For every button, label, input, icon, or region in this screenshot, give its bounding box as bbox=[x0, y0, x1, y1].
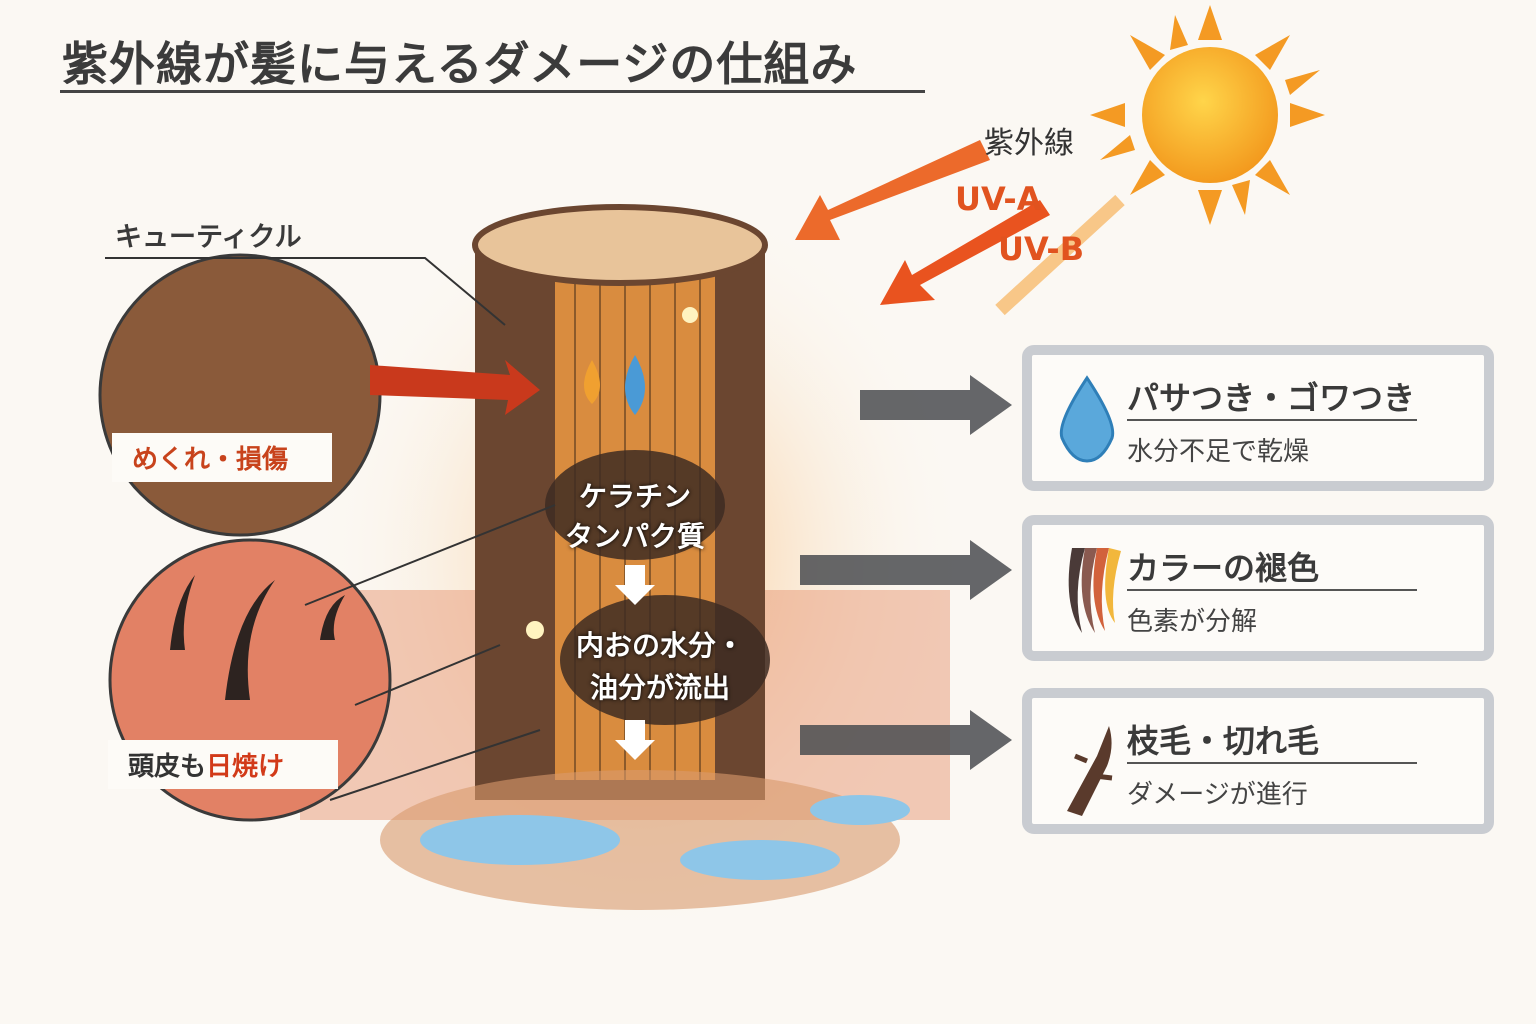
keratin-label: ケラチンタンパク質 bbox=[555, 475, 715, 555]
damage-arrow bbox=[370, 360, 540, 415]
hair-color-icon bbox=[1068, 548, 1121, 633]
hair-shaft bbox=[472, 204, 770, 800]
card-subtitle: 水分不足で乾燥 bbox=[1127, 437, 1310, 467]
tag-highlight: 日焼け bbox=[206, 752, 285, 782]
uvb-label: UV-B bbox=[998, 230, 1085, 268]
drop-icon bbox=[625, 355, 645, 415]
cuticle-label: キューティクル bbox=[115, 222, 302, 253]
scalp-sunburn-tag: 頭皮も日焼け bbox=[108, 740, 338, 789]
tag-text: 頭皮も bbox=[128, 752, 207, 782]
card-divider bbox=[1127, 589, 1417, 591]
uv-arrows bbox=[795, 140, 1125, 316]
outflow-line-1: 内おの水分・ bbox=[575, 629, 744, 662]
result-arrows bbox=[800, 375, 1012, 770]
sun-icon bbox=[1090, 5, 1325, 225]
split-end-icon bbox=[1067, 726, 1113, 816]
uva-label: UV-A bbox=[955, 180, 1042, 218]
card-subtitle: ダメージが進行 bbox=[1127, 780, 1308, 810]
water-puddles bbox=[420, 795, 910, 880]
card-title: 枝毛・切れ毛 bbox=[1127, 722, 1320, 760]
keratin-line-1: ケラチン bbox=[578, 480, 691, 513]
title-underline bbox=[60, 90, 925, 93]
water-drop-icon bbox=[1059, 375, 1115, 463]
oil-drop-icon bbox=[584, 360, 600, 404]
card-split-ends: 枝毛・切れ毛 ダメージが進行 bbox=[1022, 688, 1494, 834]
outflow-label: 内おの水分・油分が流出 bbox=[560, 625, 760, 709]
card-dryness: パサつき・ゴワつき 水分不足で乾燥 bbox=[1022, 345, 1494, 491]
keratin-line-2: タンパク質 bbox=[564, 520, 705, 553]
card-color-fading: カラーの褪色 色素が分解 bbox=[1022, 515, 1494, 661]
card-title: パサつき・ゴワつき bbox=[1127, 379, 1416, 417]
card-title: カラーの褪色 bbox=[1127, 549, 1320, 587]
uv-label: 紫外線 bbox=[984, 126, 1074, 161]
cuticle-closeup bbox=[98, 253, 382, 537]
page-title: 紫外線が髪に与えるダメージの仕組み bbox=[62, 37, 858, 91]
card-subtitle: 色素が分解 bbox=[1127, 607, 1258, 637]
cuticle-damage-tag: めくれ・損傷 bbox=[112, 433, 332, 482]
outflow-line-2: 油分が流出 bbox=[589, 671, 730, 704]
card-divider bbox=[1127, 419, 1417, 421]
card-divider bbox=[1127, 762, 1417, 764]
